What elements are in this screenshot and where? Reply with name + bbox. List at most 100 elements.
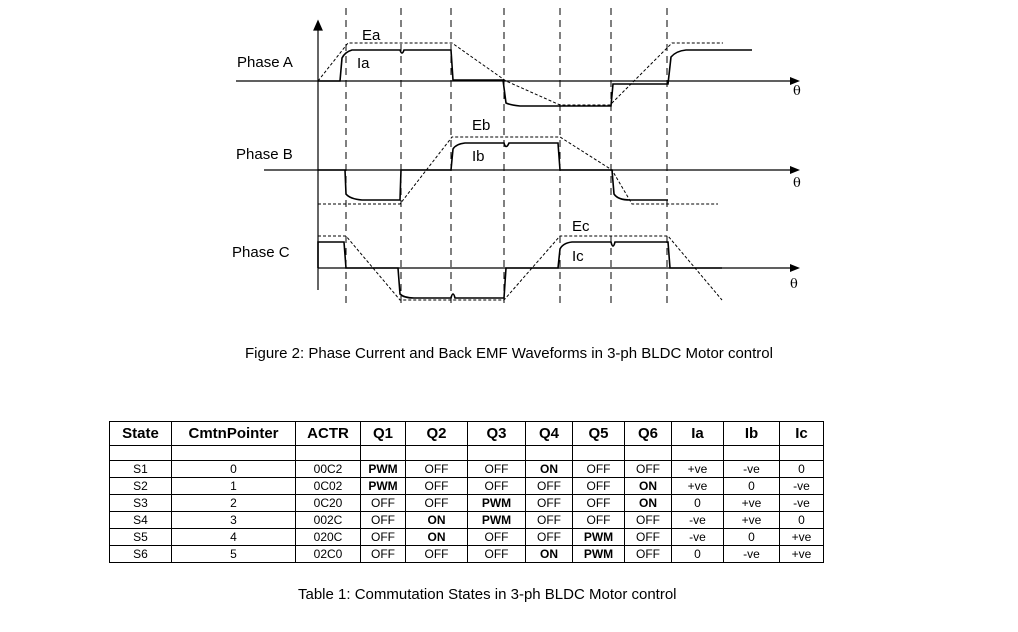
table-cell: OFF bbox=[525, 477, 573, 495]
table-cell: +ve bbox=[723, 511, 780, 529]
table-caption: Table 1: Commutation States in 3-ph BLDC… bbox=[298, 586, 677, 603]
table-cell: +ve bbox=[671, 460, 724, 478]
table-cell: OFF bbox=[360, 545, 406, 563]
table-cell: +ve bbox=[671, 477, 724, 495]
table-cell: 002C bbox=[295, 511, 361, 529]
table-cell: OFF bbox=[467, 460, 526, 478]
theta-label-a: θ bbox=[793, 84, 801, 99]
table-cell: OFF bbox=[525, 528, 573, 546]
table-cell: PWM bbox=[467, 494, 526, 512]
table-cell: ON bbox=[525, 460, 573, 478]
table-cell: OFF bbox=[572, 477, 625, 495]
table-cell: 0 bbox=[171, 460, 296, 478]
table-cell: OFF bbox=[360, 528, 406, 546]
table-cell: OFF bbox=[405, 460, 468, 478]
table-cell: 4 bbox=[171, 528, 296, 546]
phase-b-axis-arrow bbox=[790, 166, 800, 174]
header-cell: Q1 bbox=[360, 421, 406, 446]
header-cell: CmtnPointer bbox=[171, 421, 296, 446]
table-cell: PWM bbox=[572, 545, 625, 563]
header-cell: Ia bbox=[671, 421, 724, 446]
table-cell: OFF bbox=[624, 528, 672, 546]
table-cell: 0 bbox=[779, 511, 824, 529]
phase-b-back-emf bbox=[318, 136, 718, 205]
table-cell: 0C20 bbox=[295, 494, 361, 512]
header-cell: State bbox=[109, 421, 172, 446]
header-cell: Ic bbox=[779, 421, 824, 446]
table-cell: 00C2 bbox=[295, 460, 361, 478]
phase-a-current bbox=[318, 49, 752, 107]
table-cell: S2 bbox=[109, 477, 172, 495]
table-cell: 0 bbox=[671, 494, 724, 512]
figure-caption: Figure 2: Phase Current and Back EMF Wav… bbox=[245, 345, 773, 362]
phase-a-axis-arrow bbox=[790, 77, 800, 85]
phase-c-waveform bbox=[317, 235, 800, 301]
table-cell: OFF bbox=[467, 545, 526, 563]
table-cell: +ve bbox=[779, 545, 824, 563]
phase-c-label: Phase C bbox=[232, 244, 290, 261]
ea-label: Ea bbox=[362, 27, 381, 44]
table-cell: OFF bbox=[624, 460, 672, 478]
table-cell: 0 bbox=[671, 545, 724, 563]
waveform-figure: Phase A Phase B Phase C Ea Ia Eb Ib Ec I… bbox=[232, 8, 801, 308]
table-cell: -ve bbox=[723, 460, 780, 478]
eb-label: Eb bbox=[472, 117, 490, 134]
header-cell: Q6 bbox=[624, 421, 672, 446]
table-cell: 0 bbox=[723, 528, 780, 546]
table-cell: OFF bbox=[572, 511, 625, 529]
table-header-row: State CmtnPointer ACTR Q1 Q2 Q3 Q4 Q5 Q6… bbox=[109, 421, 824, 446]
header-cell: Q5 bbox=[572, 421, 625, 446]
table-cell: -ve bbox=[671, 511, 724, 529]
header-cell: Ib bbox=[723, 421, 780, 446]
table-cell: ON bbox=[624, 477, 672, 495]
table-cell: 0C02 bbox=[295, 477, 361, 495]
phase-b-label: Phase B bbox=[236, 146, 293, 163]
table-cell: -ve bbox=[671, 528, 724, 546]
ec-label: Ec bbox=[572, 218, 590, 235]
table-cell: S5 bbox=[109, 528, 172, 546]
table-cell: 0 bbox=[779, 460, 824, 478]
table-cell: S3 bbox=[109, 494, 172, 512]
table-cell: ON bbox=[525, 545, 573, 563]
table-cell: ON bbox=[405, 511, 468, 529]
table-cell: S4 bbox=[109, 511, 172, 529]
table-cell: OFF bbox=[467, 477, 526, 495]
table-cell: OFF bbox=[525, 511, 573, 529]
header-cell: ACTR bbox=[295, 421, 361, 446]
phase-a-waveform bbox=[236, 42, 800, 107]
table-cell: OFF bbox=[572, 494, 625, 512]
table-cell: PWM bbox=[360, 460, 406, 478]
table-cell: OFF bbox=[624, 511, 672, 529]
phase-c-axis-arrow bbox=[790, 264, 800, 272]
header-cell: Q4 bbox=[525, 421, 573, 446]
table-cell: 3 bbox=[171, 511, 296, 529]
theta-label-b: θ bbox=[793, 176, 801, 191]
ic-label: Ic bbox=[572, 248, 584, 265]
table-cell: OFF bbox=[572, 460, 625, 478]
table-cell: OFF bbox=[405, 545, 468, 563]
table-cell: +ve bbox=[723, 494, 780, 512]
table-cell: OFF bbox=[624, 545, 672, 563]
header-cell: Q2 bbox=[405, 421, 468, 446]
table-cell: +ve bbox=[779, 528, 824, 546]
table-spacer-row bbox=[109, 445, 824, 461]
table-cell: OFF bbox=[360, 494, 406, 512]
phase-c-current bbox=[317, 241, 722, 299]
header-cell: Q3 bbox=[467, 421, 526, 446]
table-cell: PWM bbox=[360, 477, 406, 495]
table-cell: ON bbox=[624, 494, 672, 512]
table-cell: PWM bbox=[467, 511, 526, 529]
phase-a-label: Phase A bbox=[237, 54, 293, 71]
table-cell: 02C0 bbox=[295, 545, 361, 563]
theta-label-c: θ bbox=[790, 277, 798, 292]
table-cell: 2 bbox=[171, 494, 296, 512]
ia-label: Ia bbox=[357, 55, 370, 72]
ib-label: Ib bbox=[472, 148, 485, 165]
